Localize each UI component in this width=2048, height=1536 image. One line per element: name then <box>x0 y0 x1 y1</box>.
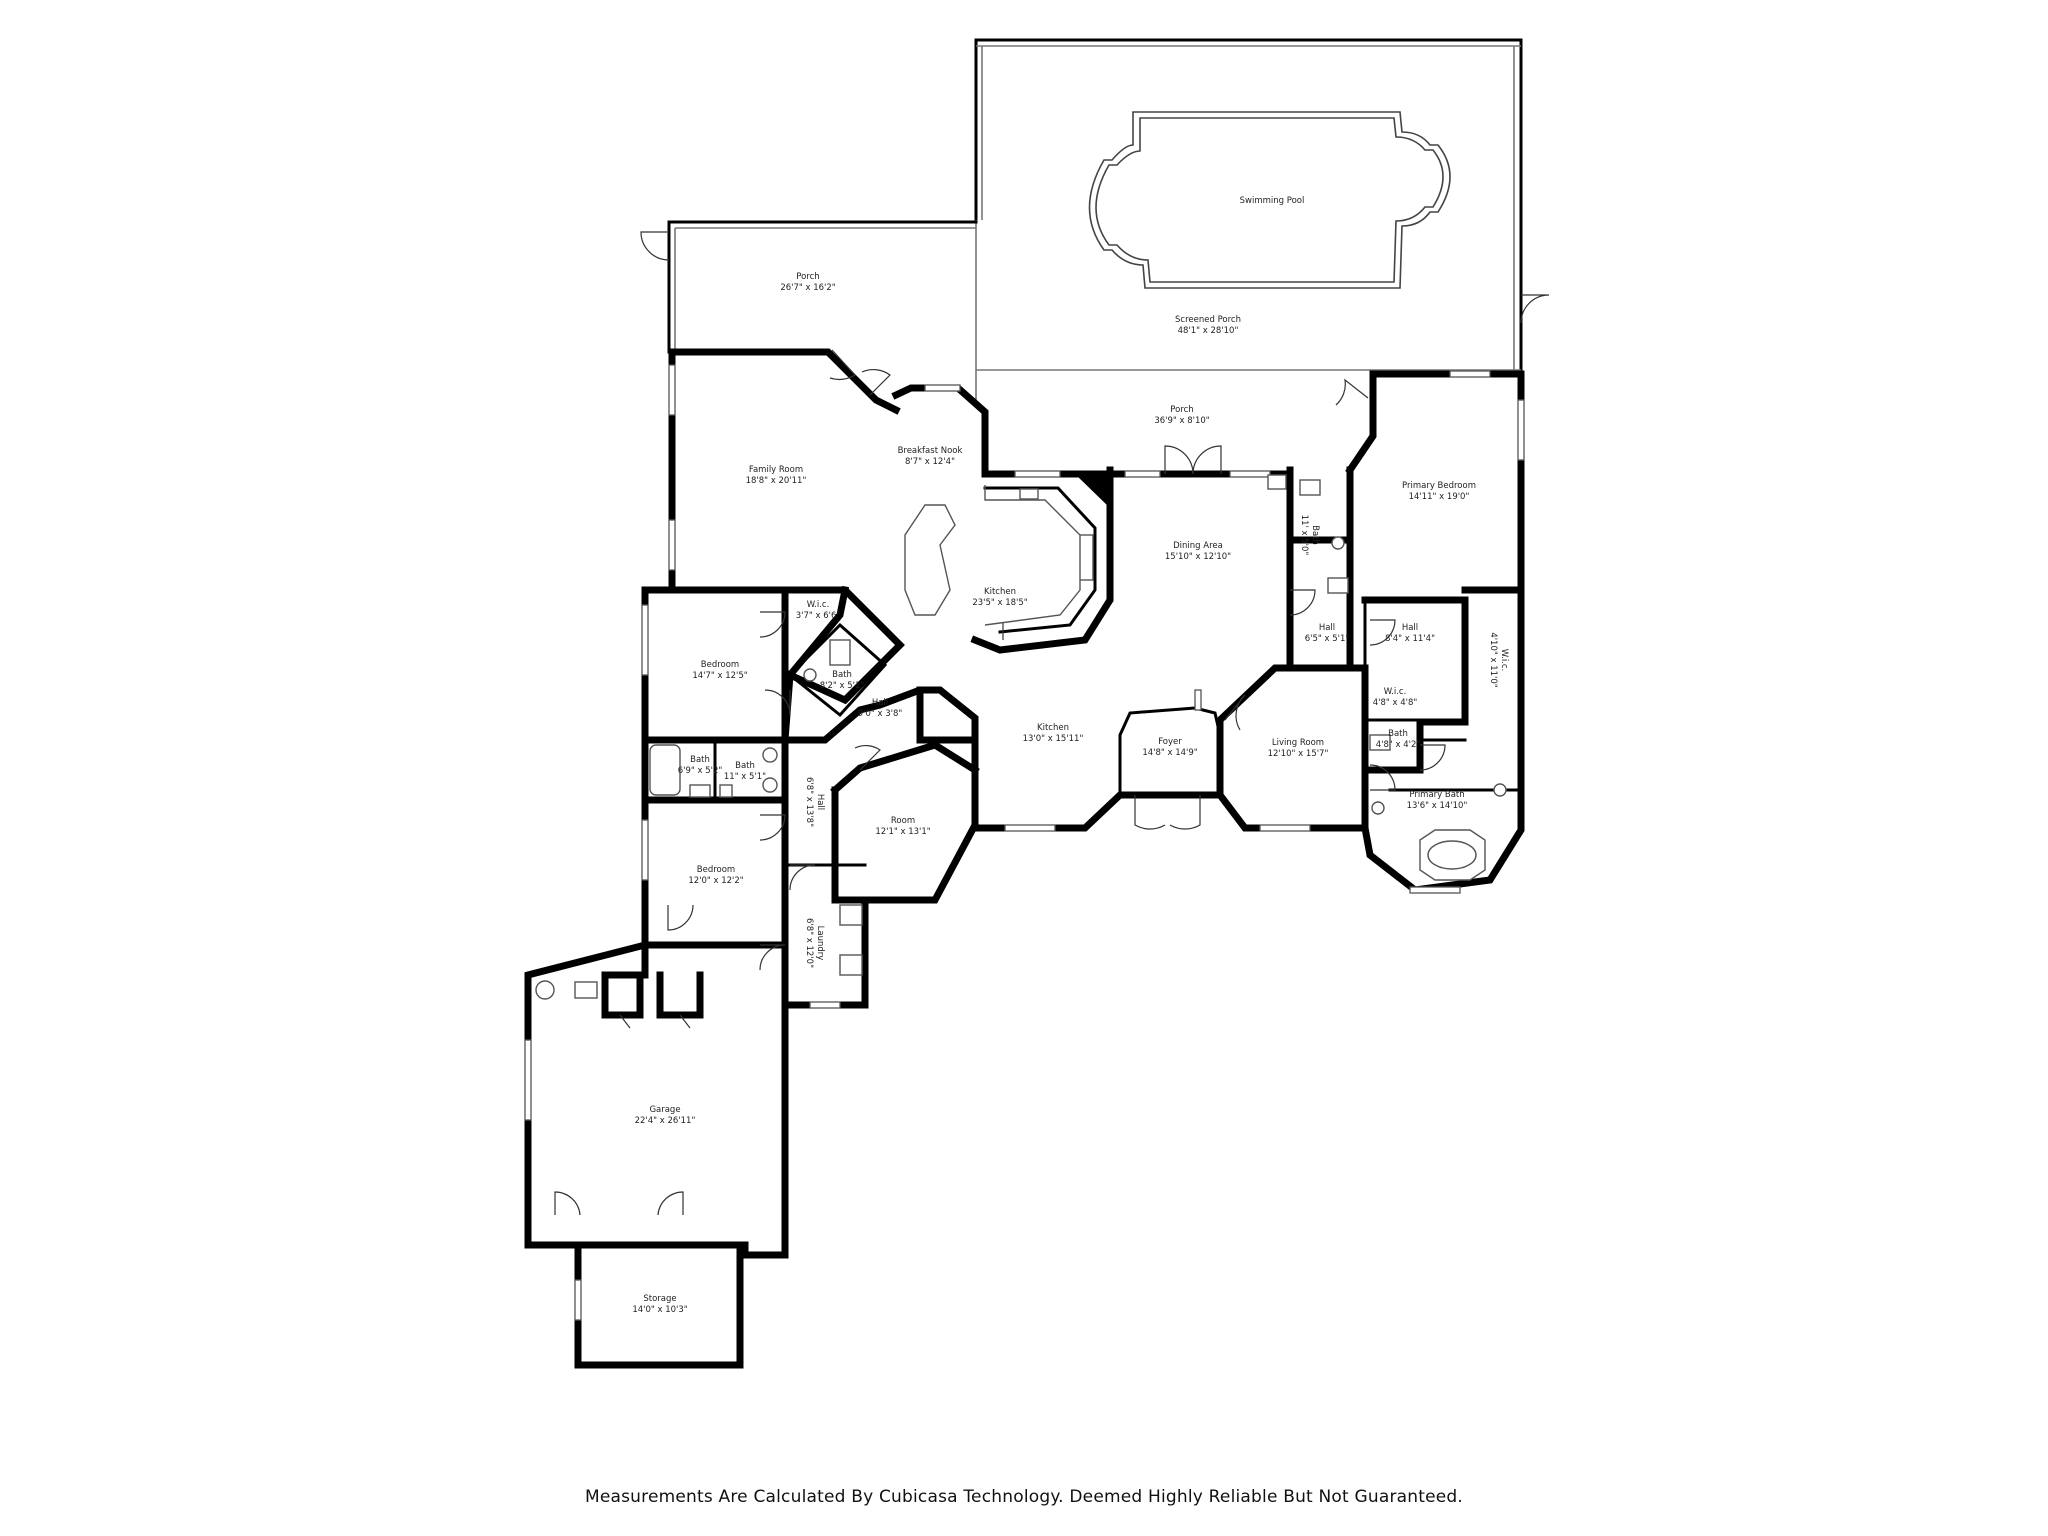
hall-east-name: Hall <box>1402 623 1418 633</box>
kitchen-main-dims: 23'5" x 18'5" <box>972 598 1027 608</box>
bath-a-dims: 6'9" x 5'2" <box>678 766 723 776</box>
bath-small-east-name: Bath <box>1388 729 1408 739</box>
bath-diag-dims: 8'2" x 5'1" <box>820 681 865 691</box>
porch-center-dims: 36'9" x 8'10" <box>1154 416 1209 426</box>
hall-vertical-name: Hall <box>815 794 825 810</box>
primary-bath-dims: 13'6" x 14'10" <box>1407 801 1468 811</box>
bath-upper-name: Bath <box>1310 525 1320 545</box>
bedroom-2-dims: 12'0" x 12'2" <box>688 876 743 886</box>
laundry-dims: 6'8" x 12'0" <box>804 918 814 968</box>
room-dims: 12'1" x 13'1" <box>875 827 930 837</box>
wic-east-dims: 4'10" x 11'0" <box>1488 632 1498 687</box>
kitchen-second-name: Kitchen <box>1037 723 1069 733</box>
porch-west-dims: 26'7" x 16'2" <box>780 283 835 293</box>
bathtub <box>649 744 681 796</box>
family-room-dims: 18'8" x 20'11" <box>746 476 807 486</box>
storage-name: Storage <box>643 1294 676 1304</box>
kitchen-main-name: Kitchen <box>984 587 1016 597</box>
garage-dims: 22'4" x 26'11" <box>635 1116 696 1126</box>
foyer-dims: 14'8" x 14'9" <box>1142 748 1197 758</box>
bedroom-2-name: Bedroom <box>697 865 735 875</box>
porch-west-name: Porch <box>796 272 819 282</box>
windows <box>524 364 1525 1321</box>
hall-west-dims: 9'0" x 3'8" <box>858 709 903 719</box>
hall-center-dims: 6'5" x 5'1" <box>1305 634 1350 644</box>
wic-small-name: W.i.c. <box>1384 687 1407 697</box>
foyer-name: Foyer <box>1158 737 1182 747</box>
disclaimer-text: Measurements Are Calculated By Cubicasa … <box>584 1487 1464 1507</box>
dining-area-name: Dining Area <box>1173 541 1223 551</box>
hall-center-name: Hall <box>1319 623 1335 633</box>
primary-bath-name: Primary Bath <box>1409 790 1464 800</box>
hall-vertical-dims: 6'8" x 13'8" <box>804 777 814 827</box>
doors <box>554 349 1446 1216</box>
hall-west-name: Hall <box>872 698 888 708</box>
dining-area-dims: 15'10" x 12'10" <box>1165 552 1231 562</box>
primary-bedroom-name: Primary Bedroom <box>1402 481 1476 491</box>
screened-porch-name: Screened Porch <box>1175 315 1241 325</box>
screened-porch-dims: 48'1" x 28'10" <box>1178 326 1239 336</box>
room-name: Room <box>891 816 915 826</box>
living-room-dims: 12'10" x 15'7" <box>1268 749 1329 759</box>
laundry-name: Laundry <box>815 926 825 961</box>
kitchen-second-dims: 13'0" x 15'11" <box>1023 734 1084 744</box>
living-room-name: Living Room <box>1272 738 1324 748</box>
porch-center-name: Porch <box>1170 405 1193 415</box>
bath-small-east-dims: 4'8" x 4'2" <box>1376 740 1421 750</box>
primary-bedroom-dims: 14'11" x 19'0" <box>1409 492 1470 502</box>
bath-diag-name: Bath <box>832 670 852 680</box>
bedroom-1-name: Bedroom <box>701 660 739 670</box>
fixtures <box>535 474 1507 1000</box>
screened-porch-area <box>974 38 1550 400</box>
bath-a-name: Bath <box>690 755 710 765</box>
wic-small-dims: 4'8" x 4'8" <box>1373 698 1418 708</box>
wic-east-name: W.i.c. <box>1499 649 1509 672</box>
wic-west-dims: 3'7" x 6'6" <box>796 611 841 621</box>
family-room-name: Family Room <box>749 465 803 475</box>
kitchen-island <box>904 504 956 616</box>
garage-name: Garage <box>649 1105 680 1115</box>
bath-b-dims: 11" x 5'1" <box>724 772 766 782</box>
swimming-pool-name: Swimming Pool <box>1240 196 1305 206</box>
breakfast-nook-name: Breakfast Nook <box>898 446 963 456</box>
pantry-triangle <box>1075 474 1110 508</box>
bath-upper-dims: 11' x 5'0" <box>1299 515 1309 556</box>
bath-b-name: Bath <box>735 761 755 771</box>
bedroom-1-dims: 14'7" x 12'5" <box>692 671 747 681</box>
room-labels: Swimming Pool Screened Porch 48'1" x 28'… <box>632 196 1509 1315</box>
storage-dims: 14'0" x 10'3" <box>632 1305 687 1315</box>
hall-east-dims: 8'4" x 11'4" <box>1385 634 1435 644</box>
breakfast-nook-dims: 8'7" x 12'4" <box>905 457 955 467</box>
wic-west-name: W.i.c. <box>807 600 830 610</box>
west-porch-area <box>640 220 978 354</box>
